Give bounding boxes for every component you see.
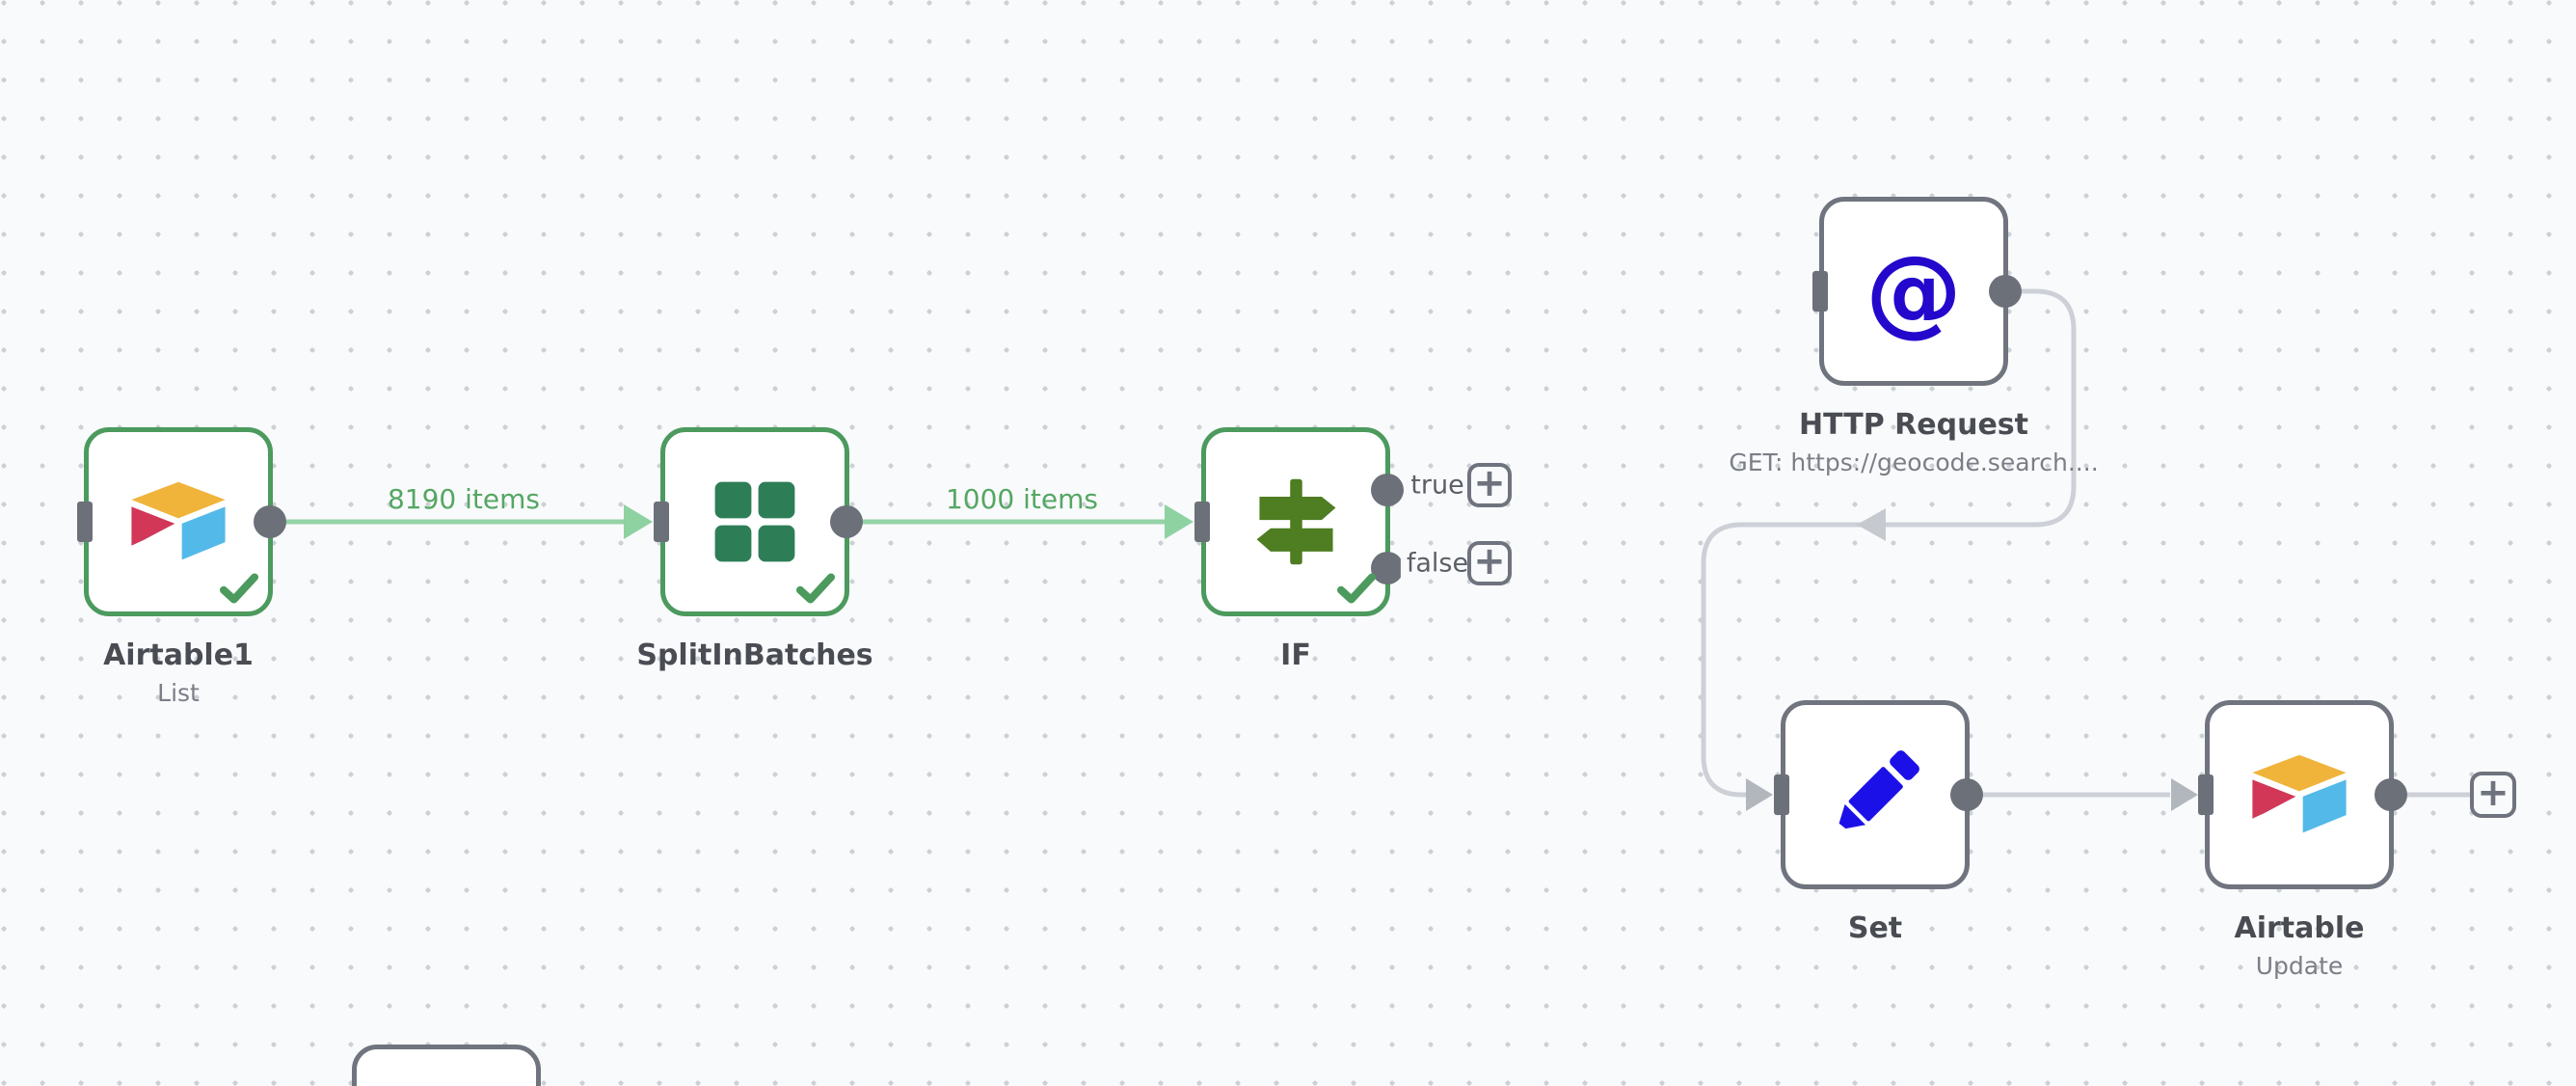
input-port[interactable] [654,502,669,542]
node-subtitle: Update [2255,952,2344,980]
arrowhead-icon [2171,778,2198,811]
node-title: IF [1280,638,1311,672]
node-http-request[interactable]: @ HTTP Request GET: https://geocode.sear… [1729,197,2099,476]
input-port[interactable] [1774,774,1789,815]
pencil-icon [1785,705,1965,884]
at-sign-icon: @ [1865,234,1962,347]
connection-httprequest-set[interactable] [1701,288,2077,798]
input-port[interactable] [1194,502,1210,542]
output-label-true: true [1405,470,1470,501]
node-airtable1[interactable]: Airtable1 List [65,408,292,707]
node-label: HTTP Request GET: https://geocode.search… [1729,408,2098,476]
node-label: IF [1280,638,1311,672]
arrowhead-icon [624,504,653,539]
output-port[interactable] [830,505,863,538]
connection-items-label: 8190 items [387,483,541,515]
node-airtable[interactable]: Airtable Update [2198,700,2407,980]
node-label: Airtable Update [2235,911,2365,980]
node-label: Airtable1 List [103,638,254,707]
output-port[interactable] [1950,778,1983,811]
node-title: SplitInBatches [636,638,873,672]
plus-icon: + [1473,539,1506,584]
node-if[interactable]: IF [1194,427,1404,672]
output-port-false[interactable] [1371,552,1404,584]
success-checkmark-icon [796,573,835,604]
node-label: Set [1848,911,1902,945]
node-subtitle: GET: https://geocode.search.... [1729,448,2099,476]
add-node-button[interactable]: + [2470,772,2516,818]
add-node-button-false[interactable]: + [1467,541,1512,585]
arrowhead-icon [1165,504,1194,539]
output-port[interactable] [1989,275,2022,308]
input-port[interactable] [2198,774,2214,815]
connection-items-label: 1000 items [945,483,1099,515]
node-label: SplitInBatches [636,638,872,672]
node-title: Set [1847,911,1903,945]
output-label-false: false [1400,548,1475,579]
add-node-button-true[interactable]: + [1467,463,1512,507]
output-port-true[interactable] [1371,474,1404,506]
node-splitinbatches[interactable]: SplitInBatches [636,427,873,672]
input-port[interactable] [77,502,93,542]
plus-icon: + [1473,461,1506,505]
arrowhead-icon [1857,508,1886,541]
airtable-logo-icon [2210,705,2389,884]
node-title: Airtable1 [103,638,254,672]
success-checkmark-icon [1337,573,1376,604]
success-checkmark-icon [220,573,258,604]
node-set[interactable]: Set [1774,700,1983,945]
node-title: Airtable [2234,911,2365,945]
airtable-logo-icon [89,432,268,611]
node-subtitle: List [157,679,200,707]
split-in-batches-grid-icon [665,432,845,611]
signpost-icon [1206,432,1385,611]
node-partial-bottom[interactable] [352,1045,541,1086]
input-port[interactable] [1812,271,1828,312]
output-port[interactable] [2375,778,2407,811]
arrowhead-icon [1746,778,1773,811]
plus-icon: + [2477,771,2509,815]
node-title: HTTP Request [1799,408,2028,442]
output-port[interactable] [254,505,286,538]
